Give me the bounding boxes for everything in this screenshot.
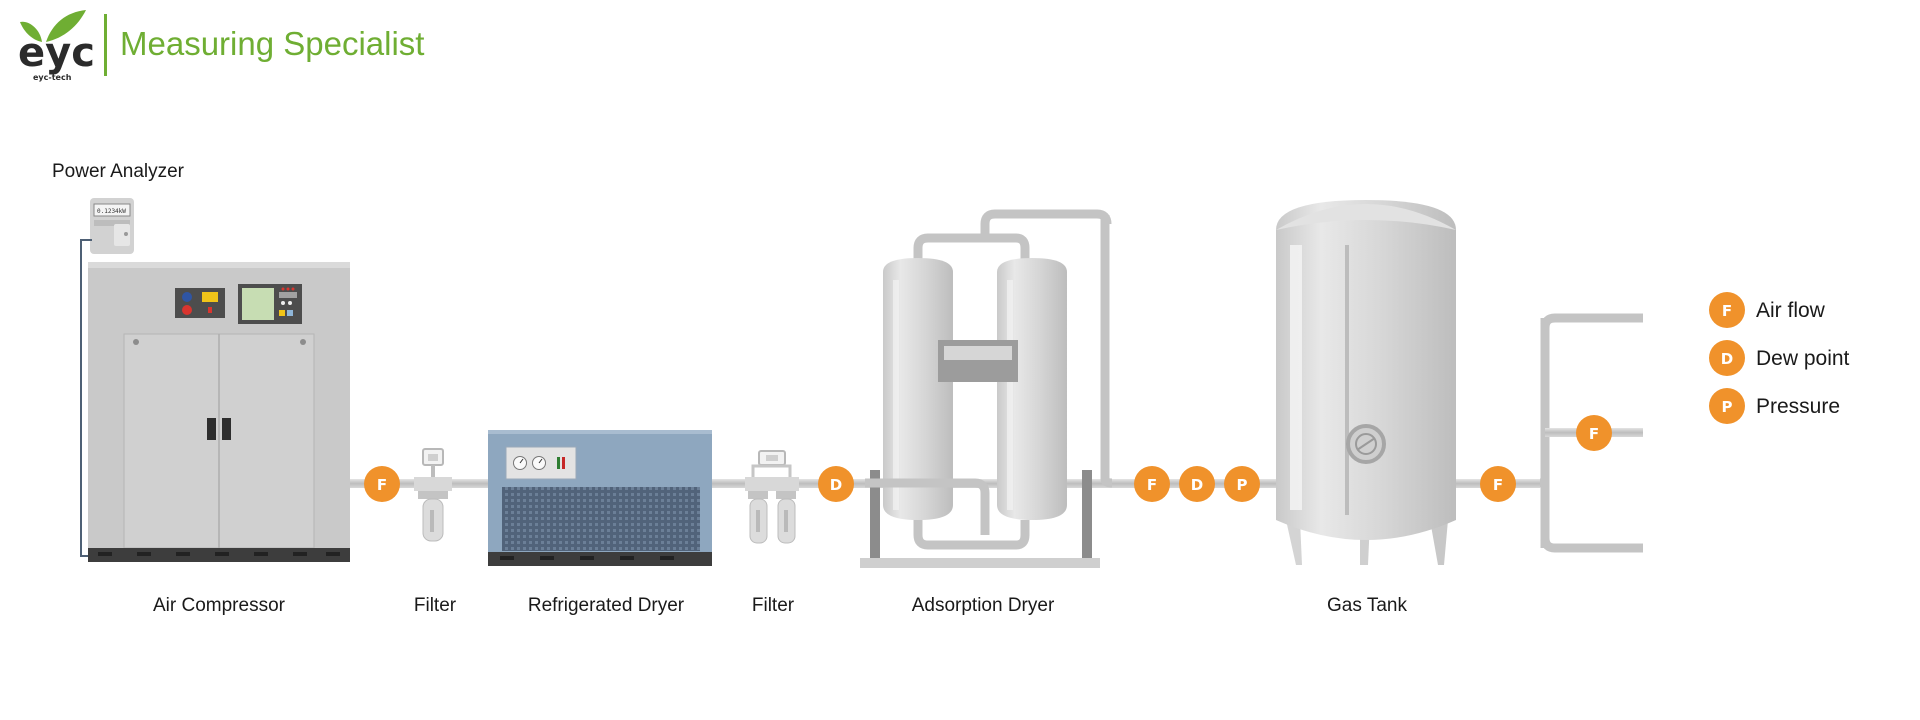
legend-badge <box>1709 292 1745 328</box>
sensor-pressure-after-dryer: P <box>1224 466 1260 502</box>
adsorption-dryer-label: Adsorption Dryer <box>912 595 1055 616</box>
filter-2 <box>745 450 799 544</box>
legend-symbol: F <box>1722 302 1732 320</box>
sensor-flow-after-tank: F <box>1480 466 1516 502</box>
brand-logo: eyc eyc-tech <box>18 10 95 82</box>
legend-badge <box>1709 388 1745 424</box>
svg-text:D: D <box>1191 476 1203 494</box>
legend-label: Dew point <box>1756 347 1850 370</box>
legend-badge <box>1709 340 1745 376</box>
sensor-dewpoint-after-dryer: D <box>1179 466 1215 502</box>
sensor-flow-after-dryer: F <box>1134 466 1170 502</box>
svg-text:P: P <box>1237 476 1248 494</box>
gas-tank-label: Gas Tank <box>1327 595 1407 616</box>
gas-tank <box>1276 200 1456 565</box>
leaf-icon <box>20 21 42 42</box>
legend-symbol: P <box>1722 398 1733 416</box>
air-compressor <box>88 262 350 562</box>
filter-1 <box>414 448 452 542</box>
refrigerated-dryer <box>488 430 712 566</box>
adsorption-dryer <box>860 209 1112 568</box>
logo-text: eyc <box>18 30 95 76</box>
legend-item-air-flow: F Air flow <box>1709 292 1826 328</box>
leaf-icon <box>46 10 86 42</box>
svg-text:F: F <box>377 476 387 494</box>
filter-2-label: Filter <box>752 595 795 616</box>
svg-text:F: F <box>1493 476 1503 494</box>
filter-1-label: Filter <box>414 595 457 616</box>
refrigerated-dryer-label: Refrigerated Dryer <box>528 595 685 616</box>
sensor-flow-after-compressor: F <box>364 466 400 502</box>
legend-item-pressure: P Pressure <box>1709 388 1840 424</box>
logo-subtext: eyc-tech <box>33 73 72 82</box>
legend-item-dew-point: D Dew point <box>1709 340 1850 376</box>
svg-text:F: F <box>1589 425 1599 443</box>
page-title: Measuring Specialist <box>120 25 424 62</box>
legend-label: Air flow <box>1756 299 1826 322</box>
power-cable <box>80 239 92 557</box>
legend-symbol: D <box>1721 350 1733 368</box>
sensor-flow-branch: F <box>1576 415 1612 451</box>
header-divider <box>104 14 107 76</box>
power-analyzer-label: Power Analyzer <box>52 161 185 182</box>
svg-text:D: D <box>830 476 842 494</box>
svg-text:F: F <box>1147 476 1157 494</box>
legend-label: Pressure <box>1756 395 1840 418</box>
power-analyzer: 0.1234kW <box>90 198 134 254</box>
power-analyzer-display: 0.1234kW <box>97 208 126 215</box>
sensor-dewpoint-after-filter: D <box>818 466 854 502</box>
legend: F Air flow D Dew point P Pressure <box>1709 292 1850 424</box>
dryer-outlet-pipe <box>1100 215 1113 488</box>
air-compressor-label: Air Compressor <box>153 595 286 616</box>
